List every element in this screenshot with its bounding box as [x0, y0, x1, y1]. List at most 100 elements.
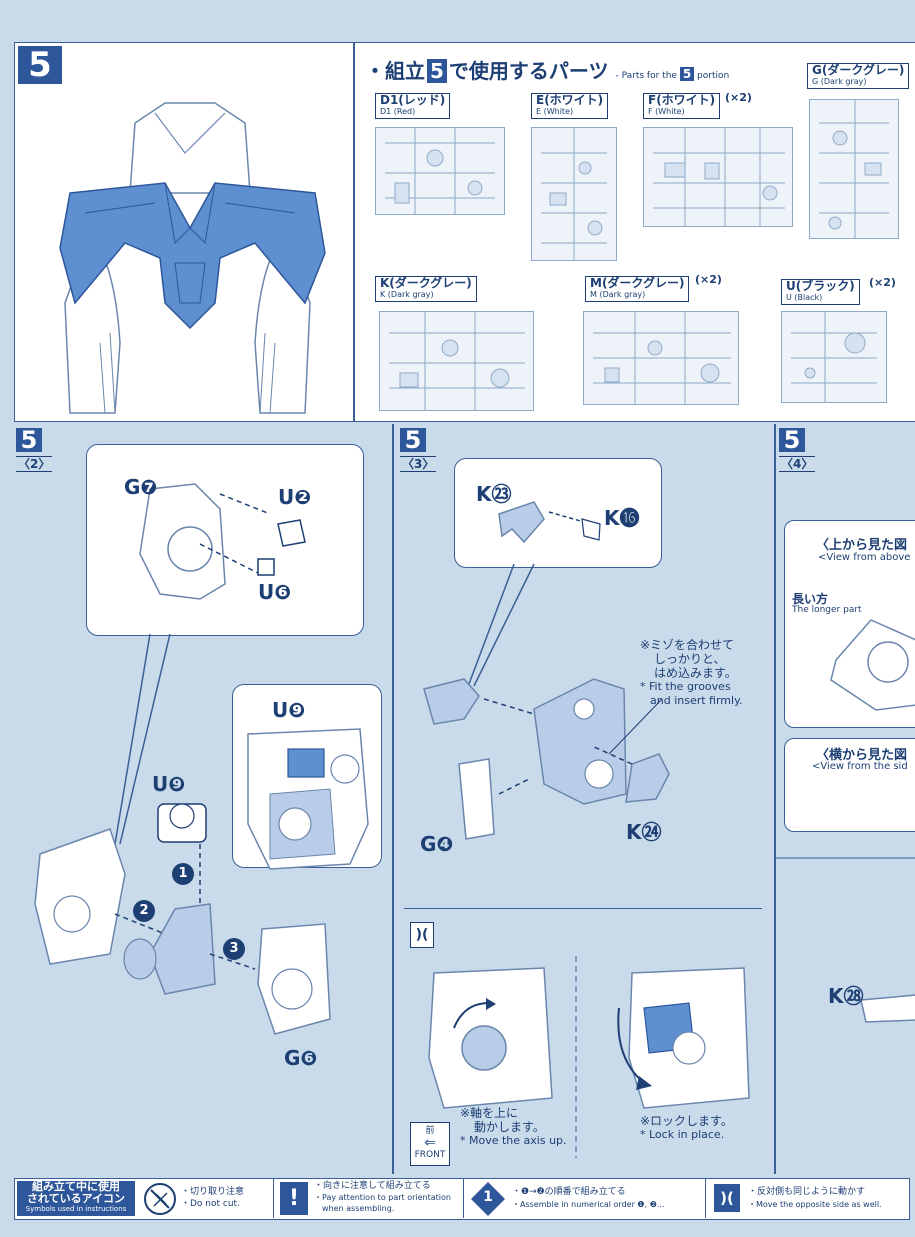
parts-title-suffix: で使用するパーツ: [448, 59, 609, 83]
front-indicator: 前 ⇐ FRONT: [410, 1122, 450, 1166]
parts-title-en-number: 5: [679, 67, 695, 81]
legend-text-jp: ・切り取り注意: [181, 1187, 245, 1197]
runner-en: M (Dark gray): [590, 290, 646, 299]
legend-orientation: ! ・向きに注意して組み立てる ・Pay attention to part o…: [273, 1179, 464, 1218]
runner-count-f: (×2): [725, 91, 752, 104]
runner-label-g: G(ダークグレー)G (Dark gray): [807, 63, 910, 89]
legend-title-jp: されているアイコン: [26, 1192, 126, 1205]
mirror-icon: )(: [714, 1184, 740, 1212]
parts-title-number: 5: [427, 59, 447, 83]
order-marker-2: 2: [139, 903, 149, 918]
label-k24: K㉔: [626, 820, 662, 844]
note-jp-line: 動かします。: [474, 1120, 545, 1134]
vertical-divider-2: [774, 424, 776, 1174]
front-jp: 前: [425, 1126, 435, 1136]
runner-frame-u: [781, 311, 887, 403]
runner-label-k: K(ダークグレー)K (Dark gray): [375, 276, 477, 302]
runner-jp: G(ダークグレー): [812, 63, 905, 77]
order-diamond-icon: [471, 1182, 505, 1216]
substep3-detail-bubble: [454, 458, 662, 568]
label-g7: G❼: [124, 475, 158, 499]
label-u6: U❻: [258, 580, 292, 604]
runner-label-u: U(ブラック)U (Black): [781, 279, 860, 305]
label-u9-bubble: U❾: [272, 698, 306, 722]
runner-detail-pattern: [385, 99, 889, 411]
vertical-divider-1: [392, 424, 394, 1174]
runner-label-m: M(ダークグレー)M (Dark gray): [585, 276, 690, 302]
runner-jp: E(ホワイト): [536, 93, 604, 107]
legend-do-not-cut: ・切り取り注意 ・Do not cut.: [139, 1179, 273, 1218]
substep2-illustration: [34, 483, 369, 1035]
legend-opposite-side: )( ・反対側も同じように動かす ・Move the opposite side…: [705, 1179, 910, 1218]
overview-illustration: [59, 102, 326, 414]
runner-jp: U(ブラック): [786, 279, 855, 293]
runner-label-f: F(ホワイト)F (White): [643, 93, 721, 119]
view-above-jp: 〈上から見た図: [816, 538, 908, 553]
runner-en: K (Dark gray): [380, 290, 434, 299]
runner-frame-k: [379, 311, 534, 411]
order-marker-3: 3: [229, 941, 239, 956]
view-side-en: <View from the sid: [812, 761, 908, 772]
substep4-label: 〈4〉: [779, 456, 816, 472]
runner-label-d1: D1(レッド)D1 (Red): [375, 93, 451, 119]
note-en-line: * Move the axis up.: [460, 1134, 567, 1147]
note-lock: ※ロックします。 * Lock in place.: [640, 1114, 733, 1142]
step-number-badge: 5: [18, 46, 62, 84]
note-fit-grooves: ※ミゾを合わせて しっかりと、 はめ込みます。 * Fit the groove…: [640, 638, 743, 708]
note-move-axis: ※軸を上に 動かします。 * Move the axis up.: [460, 1106, 567, 1148]
view-side-box: [784, 738, 915, 832]
legend-text-en: when assembling.: [322, 1204, 395, 1213]
runner-count-u: (×2): [869, 276, 896, 289]
legend-text-jp: ・反対側も同じように動かす: [748, 1187, 866, 1197]
legend-text-jp: ・❶→❷の順番で組み立てる: [512, 1187, 626, 1197]
note-en-line: * Fit the grooves: [640, 680, 731, 693]
label-g4: G❹: [420, 832, 454, 856]
exclamation-icon: !: [280, 1182, 308, 1215]
runner-jp: M(ダークグレー): [590, 276, 685, 290]
label-u2: U❷: [278, 485, 312, 509]
scissors-icon: [144, 1183, 176, 1215]
runner-jp: F(ホワイト): [648, 93, 716, 107]
note-jp-line: ※ロックします。: [640, 1114, 733, 1128]
opposite-side-icon: )(: [410, 922, 434, 948]
note-jp-line: しっかりと、: [654, 652, 726, 666]
runner-frame-g: [809, 99, 899, 239]
longer-part-jp: 長い方: [792, 592, 829, 606]
inset-box: [404, 908, 762, 1167]
label-k16: K⓰: [604, 506, 640, 530]
legend-text-en: ・Move the opposite side as well.: [748, 1200, 882, 1209]
legend-order: 1 ・❶→❷の順番で組み立てる ・Assemble in numerical o…: [463, 1179, 704, 1218]
note-jp-line: ※軸を上に: [460, 1106, 519, 1120]
runner-count-m: (×2): [695, 273, 722, 286]
runner-en: E (White): [536, 107, 574, 116]
runner-jp: K(ダークグレー): [380, 276, 472, 290]
label-u9: U❾: [152, 772, 186, 796]
order-marker-1: 1: [178, 866, 188, 881]
substep2-badge: 5: [16, 428, 42, 452]
front-arrow-icon: ⇐: [424, 1135, 436, 1151]
legend-title: 組み立て中に使用 されているアイコン Symbols used in instr…: [17, 1181, 135, 1216]
substep2-detail-bubble: [86, 444, 364, 636]
legend-title-jp: 組み立て中に使用: [32, 1180, 120, 1193]
legend-text-en: ・Pay attention to part orientation: [314, 1193, 451, 1202]
runner-jp: D1(レッド): [380, 93, 446, 107]
parts-title-en: - Parts for the 5 portion: [615, 67, 729, 81]
label-k28: K㉘: [828, 984, 864, 1008]
substep4-badge: 5: [779, 428, 805, 452]
label-g6: G❻: [284, 1046, 318, 1070]
runner-en: U (Black): [786, 293, 823, 302]
parts-title-en-prefix: - Parts for the: [615, 71, 677, 81]
view-above-en: <View from above: [818, 552, 911, 563]
note-jp-line: はめ込みます。: [654, 666, 737, 680]
substep3-illustration: [423, 501, 670, 840]
legend-text-en: ・Assemble in numerical order ❶, ❷...: [512, 1200, 665, 1209]
runner-en: F (White): [648, 107, 685, 116]
substep3-badge: 5: [400, 428, 426, 452]
order-diamond-number: 1: [483, 1189, 493, 1205]
note-en-line: and insert firmly.: [650, 694, 743, 707]
runner-label-e: E(ホワイト)E (White): [531, 93, 609, 119]
legend-text-en: ・Do not cut.: [181, 1199, 240, 1209]
note-en-line: * Lock in place.: [640, 1128, 725, 1141]
